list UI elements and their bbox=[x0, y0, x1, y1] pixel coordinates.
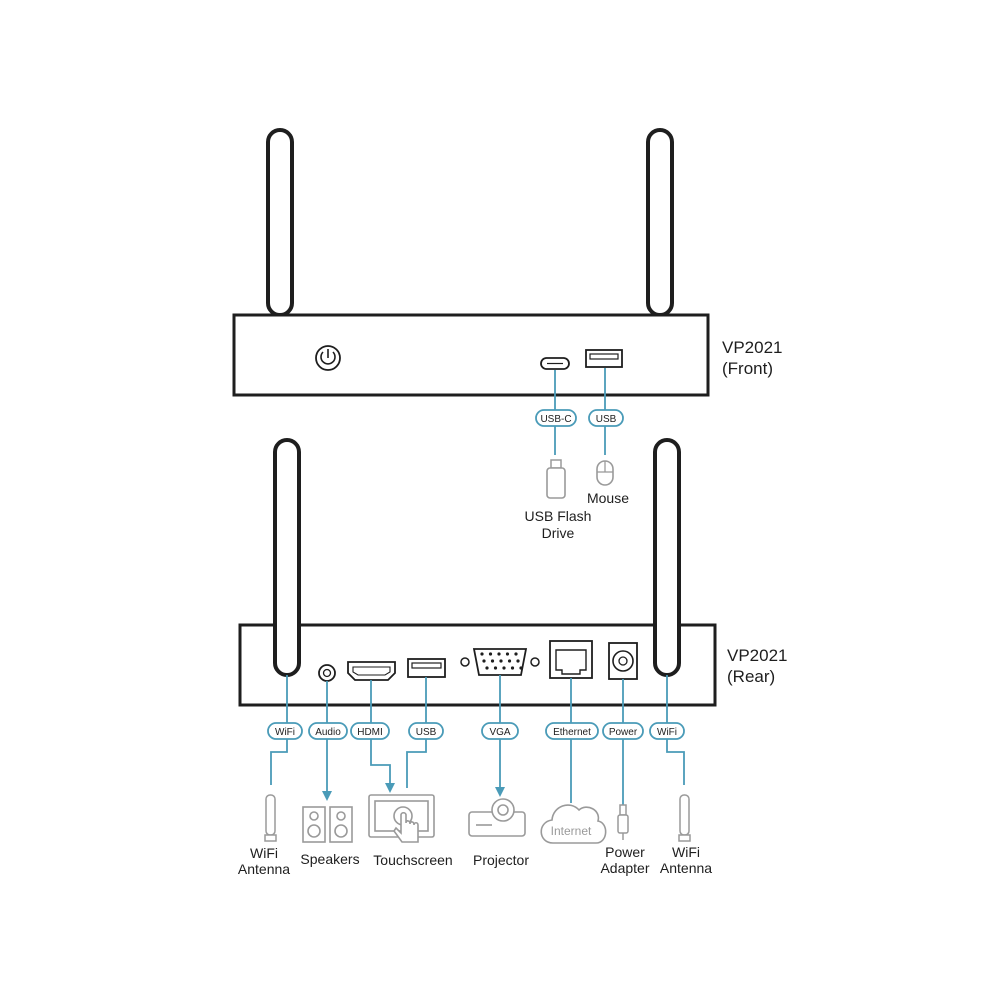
wifi-antenna-right-label-line2: Antenna bbox=[660, 860, 712, 876]
vga-label: VGA bbox=[489, 727, 510, 738]
internet-label: Internet bbox=[551, 824, 592, 838]
rear-title-line2: (Rear) bbox=[727, 667, 775, 686]
flash-drive-icon bbox=[546, 459, 566, 499]
rear-unit: VP2021 (Rear) bbox=[238, 438, 788, 707]
speakers-label: Speakers bbox=[300, 851, 359, 867]
speakers-icon bbox=[302, 806, 353, 843]
ethernet-label: Ethernet bbox=[553, 727, 591, 738]
rear-port-labels: WiFi Audio HDMI USB VGA Ethernet Power W… bbox=[267, 722, 685, 740]
projector-label: Projector bbox=[473, 852, 529, 868]
wifi-right-label: WiFi bbox=[657, 727, 677, 738]
audio-label: Audio bbox=[315, 727, 341, 738]
touchscreen-label: Touchscreen bbox=[373, 852, 452, 868]
power-adapter-icon bbox=[617, 804, 629, 840]
front-usb-label-pill bbox=[588, 409, 624, 427]
rear-usb-label: USB bbox=[416, 727, 437, 738]
internet-cloud-icon: Internet bbox=[540, 804, 607, 844]
wifi-antenna-right-icon bbox=[678, 794, 691, 842]
power-button-icon bbox=[315, 345, 341, 371]
front-chassis bbox=[232, 313, 710, 397]
usbc-label-pill bbox=[535, 409, 577, 427]
antenna-front-right bbox=[646, 128, 674, 317]
wifi-antenna-left-label-line1: WiFi bbox=[250, 845, 278, 861]
front-unit: VP2021 (Front) bbox=[232, 128, 783, 397]
dc-power-port-icon bbox=[608, 642, 638, 680]
hdmi-label: HDMI bbox=[357, 727, 383, 738]
power-adapter-label-line1: Power bbox=[605, 844, 645, 860]
projector-icon bbox=[468, 798, 526, 837]
front-title-line1: VP2021 bbox=[722, 338, 783, 357]
front-connectors: USB-C USB bbox=[535, 368, 624, 455]
antenna-rear-left bbox=[273, 438, 301, 677]
wifi-antenna-left-icon bbox=[264, 794, 277, 842]
front-title-line2: (Front) bbox=[722, 359, 773, 378]
vga-port-icon bbox=[460, 648, 540, 676]
audio-jack-icon bbox=[318, 664, 336, 682]
flash-drive-label-line2: Drive bbox=[542, 525, 575, 541]
power-label: Power bbox=[609, 727, 638, 738]
wifi-left-label: WiFi bbox=[275, 727, 295, 738]
touchscreen-icon bbox=[368, 794, 435, 843]
hdmi-port-icon bbox=[347, 661, 396, 681]
mouse-label: Mouse bbox=[587, 490, 629, 506]
wifi-antenna-right-label-line1: WiFi bbox=[672, 844, 700, 860]
rear-connectors bbox=[270, 675, 685, 805]
ethernet-port-icon bbox=[549, 640, 593, 679]
usbc-label: USB-C bbox=[540, 414, 571, 425]
antenna-front-left bbox=[266, 128, 294, 317]
flash-drive-label-line1: USB Flash bbox=[525, 508, 592, 524]
front-usb-label: USB bbox=[596, 414, 617, 425]
power-adapter-label-line2: Adapter bbox=[600, 860, 649, 876]
front-usb-port-icon bbox=[585, 349, 623, 368]
rear-title-line1: VP2021 bbox=[727, 646, 788, 665]
rear-usb-port-icon bbox=[407, 658, 446, 678]
wifi-antenna-left-label-line2: Antenna bbox=[238, 861, 290, 877]
mouse-icon bbox=[596, 460, 614, 486]
antenna-rear-right bbox=[653, 438, 681, 677]
